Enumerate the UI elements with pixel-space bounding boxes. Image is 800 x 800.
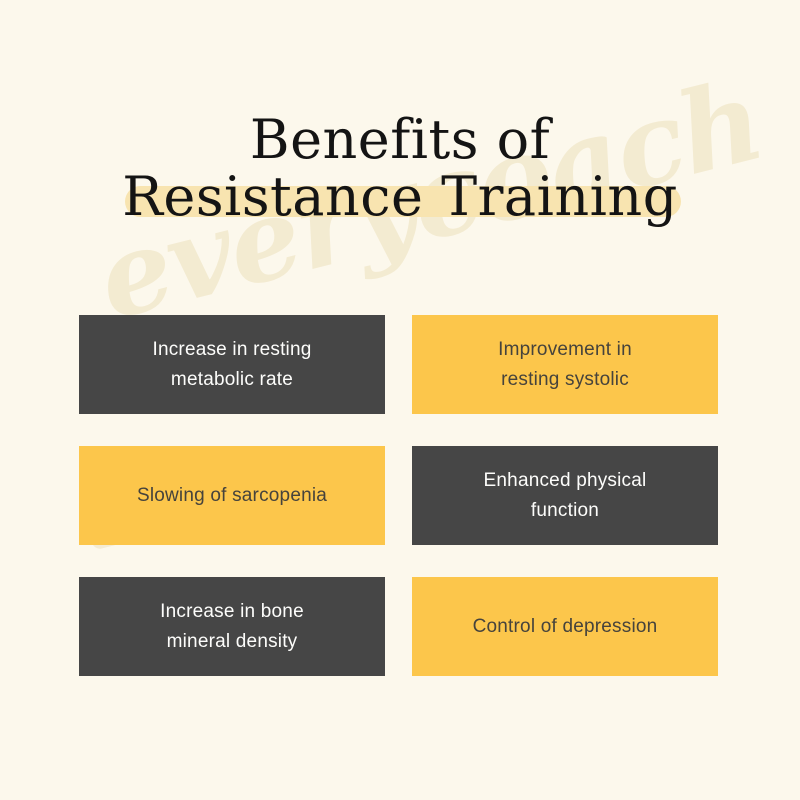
title-highlight-band [125,186,681,217]
page-title-line-1: Benefits of [249,108,551,171]
benefit-card-physical-function: Enhanced physical function [412,446,718,545]
benefit-card-resting-metabolic-rate: Increase in resting metabolic rate [79,315,385,414]
benefit-label: Increase in resting metabolic rate [152,339,312,390]
benefit-card-bone-mineral-density: Increase in bone mineral density [79,577,385,676]
page-title: Benefits of Resistance Training [0,112,800,224]
benefit-label: Slowing of sarcopenia [136,484,328,506]
benefit-label: Control of depression [472,615,658,637]
benefits-grid: Increase in resting metabolic rate Impro… [79,315,718,676]
benefit-label: Enhanced physical function [483,470,647,521]
benefit-card-control-depression: Control of depression [412,577,718,676]
page-title-line-2: Resistance Training [122,165,678,229]
benefit-label: Increase in bone mineral density [160,601,304,652]
benefit-card-resting-systolic: Improvement in resting systolic [412,315,718,414]
benefit-label: Improvement in resting systolic [498,339,632,390]
benefit-card-slowing-sarcopenia: Slowing of sarcopenia [79,446,385,545]
